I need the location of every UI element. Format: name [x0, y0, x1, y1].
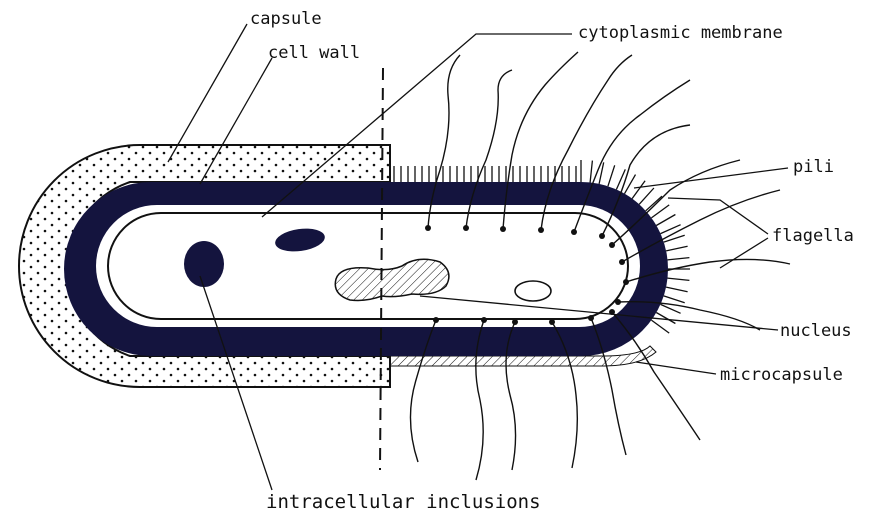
inclusion-vacuole	[515, 281, 551, 301]
pilus	[608, 165, 615, 186]
pilus	[616, 169, 625, 189]
pilus	[632, 181, 645, 199]
pilus	[656, 313, 675, 324]
pilus	[639, 188, 654, 204]
pilus	[646, 196, 662, 211]
leader-microcapsule	[636, 362, 716, 374]
leader-capsule	[168, 24, 247, 162]
label-cytoplasmic-membrane: cytoplasmic membrane	[578, 23, 783, 43]
pilus	[656, 215, 675, 226]
pilus	[666, 246, 688, 251]
pilus	[651, 320, 669, 333]
label-pili: pili	[793, 157, 834, 177]
pilus	[668, 258, 690, 260]
label-microcapsule: microcapsule	[720, 365, 843, 385]
pilus	[664, 296, 685, 303]
pilus	[661, 225, 681, 234]
label-flagella: flagella	[772, 226, 854, 246]
label-cell-wall: cell wall	[268, 43, 360, 63]
inclusion-large	[184, 241, 224, 287]
label-capsule: capsule	[250, 9, 322, 29]
label-nucleus: nucleus	[780, 321, 852, 341]
pilus	[651, 205, 669, 218]
pilus	[666, 287, 688, 292]
leader-pili	[634, 168, 788, 188]
pilus	[590, 161, 592, 183]
label-intracellular-inclusions: intracellular inclusions	[266, 491, 541, 513]
pilus	[668, 278, 690, 280]
leader-flagella-2	[720, 238, 768, 268]
